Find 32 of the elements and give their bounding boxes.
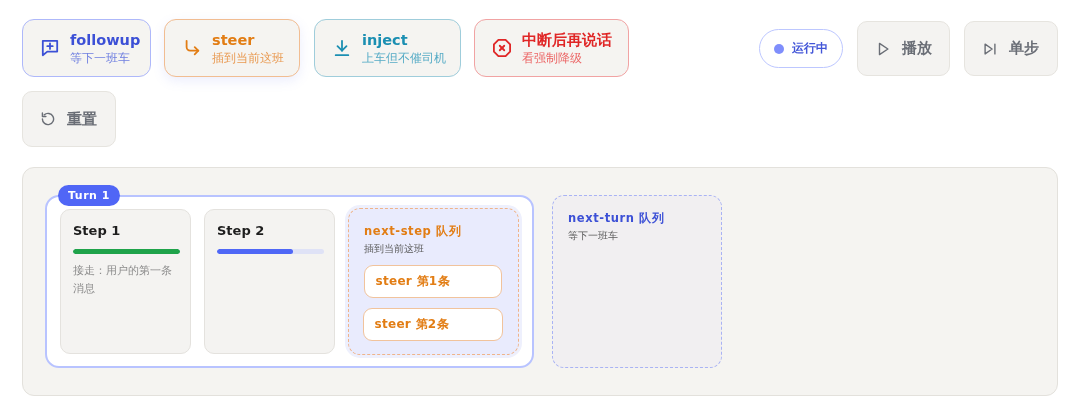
queue-item: steer 第1条 [363, 264, 502, 298]
queue-title: next-turn 队列 [568, 211, 665, 226]
queue-caption: 插到当前这班 [364, 242, 424, 256]
content-panel [22, 167, 1058, 396]
mode-card [474, 19, 629, 77]
card-subtitle: 插到当前这班 [212, 49, 284, 66]
status-label: 运行中 [792, 40, 828, 57]
step-button: 单步 [964, 21, 1058, 76]
card-subtitle: 上车但不催司机 [362, 49, 446, 66]
queue-box [552, 195, 722, 368]
play-button: 播放 [857, 21, 950, 76]
mode-card [164, 19, 300, 77]
step-card [204, 209, 335, 354]
step-title: Step 1 [73, 223, 121, 238]
step-note: 接走：用户的第一条消息 [73, 263, 173, 297]
status-badge [759, 29, 843, 68]
card-title: inject [362, 30, 409, 50]
queue-caption: 等下一班车 [568, 229, 618, 243]
step-title: Step 2 [217, 223, 265, 238]
card-title: followup [70, 30, 141, 50]
card-subtitle: 看强制降级 [522, 49, 583, 66]
mode-card [314, 19, 461, 77]
card-title: steer [212, 30, 256, 50]
queue-item: steer 第2条 [362, 307, 503, 341]
mode-card [22, 19, 151, 77]
queue-box [348, 208, 519, 355]
card-subtitle: 等下一班车 [70, 49, 131, 66]
card-title: 中断后再说话 [522, 30, 612, 50]
reset-button: 重置 [22, 91, 116, 147]
step-card [60, 209, 191, 354]
queue-title: next-step 队列 [364, 224, 462, 239]
turn-badge: Turn 1 [58, 185, 120, 206]
